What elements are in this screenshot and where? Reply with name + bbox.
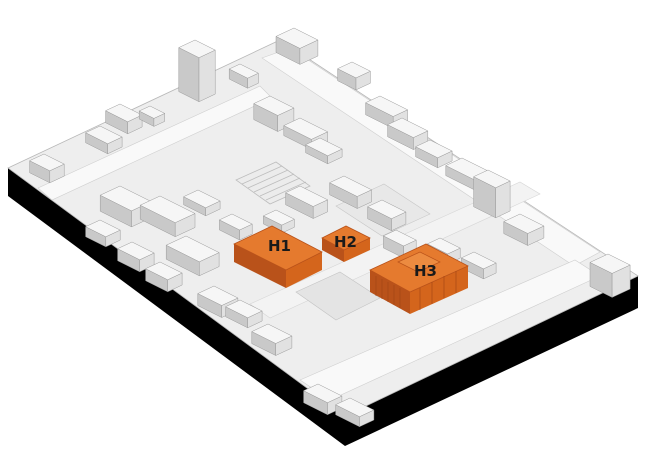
context-building — [178, 39, 216, 103]
context-building — [138, 105, 166, 127]
context-building-roof — [335, 397, 375, 417]
context-building — [387, 117, 429, 151]
context-building — [218, 213, 253, 241]
context-building — [139, 195, 196, 238]
context-building — [183, 189, 221, 217]
context-building — [225, 299, 263, 329]
context-building — [105, 103, 143, 135]
context-building — [589, 253, 631, 298]
building-h2[interactable]: H2 — [321, 225, 371, 262]
context-building-roof — [183, 189, 221, 209]
context-building-roof — [165, 235, 220, 263]
context-building-roof — [329, 175, 373, 197]
context-building-roof — [337, 61, 371, 79]
context-building-roof — [139, 195, 196, 223]
context-building — [415, 139, 453, 169]
h3-label: H3 — [414, 262, 437, 280]
context-building-roof — [197, 285, 239, 306]
highlighted-buildings: H1 H2 H3 — [233, 225, 469, 314]
context-building-roof — [387, 117, 429, 138]
context-building — [275, 27, 319, 65]
context-building-roof — [178, 39, 216, 58]
context-building-roof — [253, 95, 295, 116]
context-building-roof — [426, 237, 461, 255]
building-h3[interactable]: H3 — [369, 243, 469, 314]
context-building-side — [198, 49, 216, 103]
context-building — [85, 219, 121, 248]
context-building — [285, 185, 329, 219]
context-building-roof — [460, 251, 497, 270]
context-building — [165, 235, 220, 277]
h3-facade-windows — [375, 271, 457, 310]
base-right-side — [345, 276, 638, 446]
context-building-roof — [503, 213, 545, 234]
context-building-roof — [367, 199, 407, 219]
context-building — [473, 169, 511, 219]
context-building-roof — [285, 185, 329, 207]
h3-side-face — [410, 266, 468, 314]
h1-roof — [233, 225, 323, 271]
context-buildings — [29, 27, 631, 428]
context-building — [85, 125, 123, 155]
context-building-roof — [85, 219, 121, 238]
h3-roof-tower — [397, 251, 441, 273]
context-building — [503, 213, 545, 246]
context-building — [251, 323, 293, 356]
context-building-roof — [225, 299, 263, 319]
context-building-roof — [303, 383, 343, 403]
context-building — [145, 261, 183, 293]
context-building — [29, 153, 65, 184]
context-building-roof — [218, 213, 253, 231]
context-building — [117, 241, 155, 273]
context-building-roof — [283, 117, 329, 140]
h1-side-face — [286, 252, 322, 288]
context-building-roof — [85, 125, 123, 145]
context-building — [329, 175, 373, 209]
building-h1[interactable]: H1 — [233, 225, 323, 288]
context-building-roof — [228, 63, 259, 79]
context-building — [367, 199, 407, 232]
context-building-roof — [415, 139, 453, 159]
context-building-roof — [138, 105, 166, 119]
context-building-roof — [29, 153, 65, 172]
context-building — [305, 137, 343, 165]
context-building-roof — [365, 95, 409, 117]
courtyard-center — [295, 271, 381, 321]
context-building — [303, 383, 343, 416]
context-building-roof — [589, 253, 631, 274]
h2-roof — [321, 225, 371, 251]
context-building-roof — [117, 241, 155, 261]
context-building-roof — [105, 103, 143, 123]
context-building-roof — [262, 209, 295, 226]
context-building — [337, 61, 371, 91]
context-building — [335, 397, 375, 428]
context-building-roof — [251, 323, 293, 344]
context-building — [228, 63, 259, 89]
context-building-roof — [275, 27, 319, 49]
context-building-roof — [382, 229, 417, 247]
h2-side-face — [344, 238, 370, 262]
context-building-roof — [99, 185, 152, 212]
context-building-roof — [305, 137, 343, 157]
h2-label: H2 — [334, 233, 357, 251]
context-building-roof — [145, 261, 183, 281]
context-building-roof — [473, 169, 511, 189]
h1-label: H1 — [268, 237, 291, 255]
h1-front-face — [234, 244, 286, 288]
h2-front-face — [322, 238, 344, 262]
